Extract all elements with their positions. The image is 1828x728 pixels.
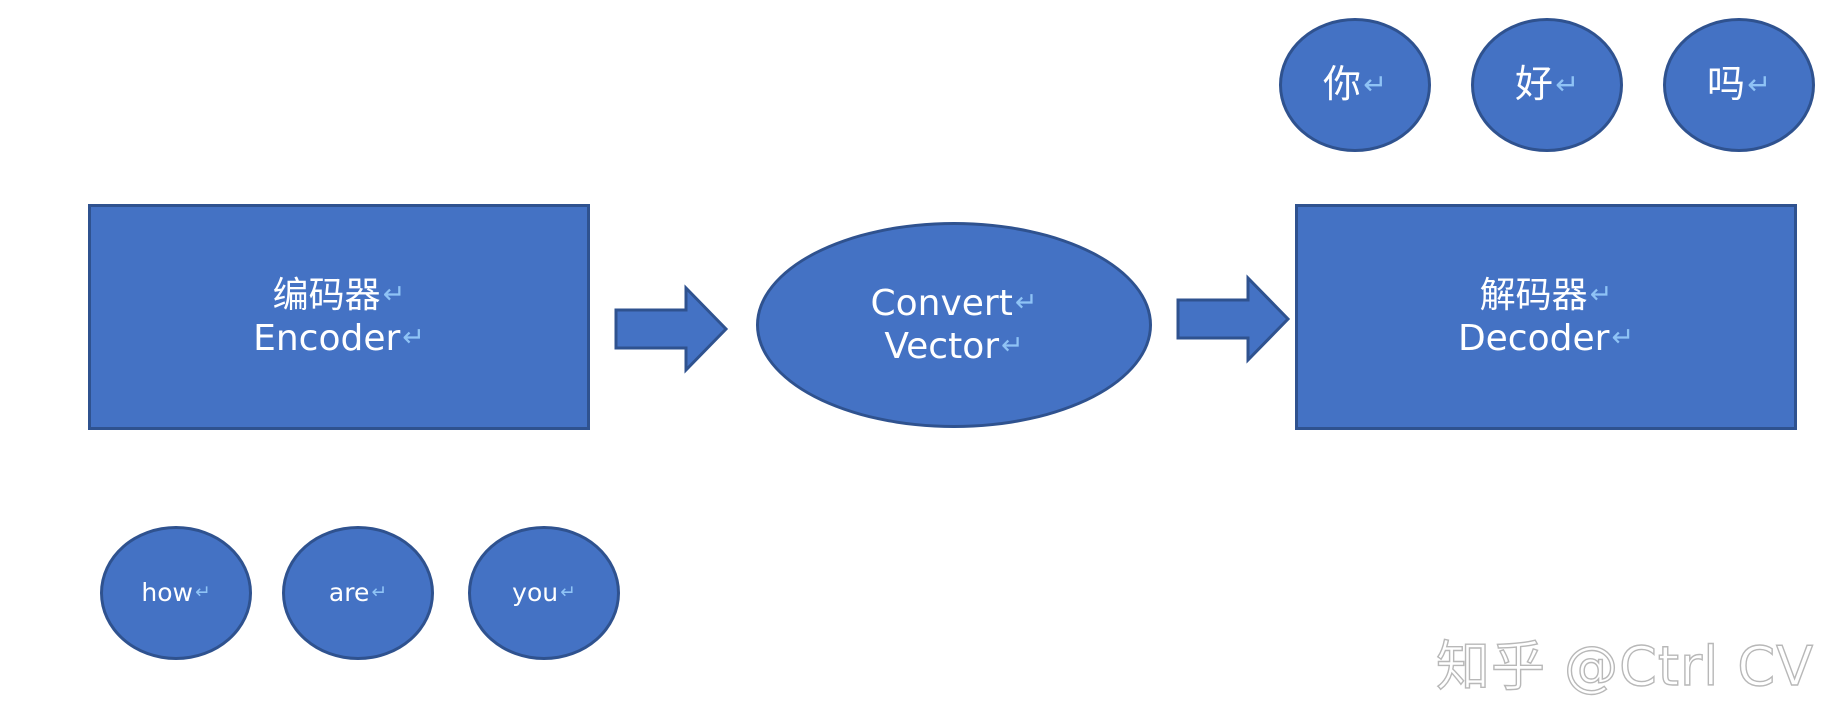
paragraph-mark-icon: ↵ — [1747, 67, 1771, 101]
watermark: 知乎 @Ctrl CV — [1435, 634, 1815, 698]
vector-ellipse: Convert↵ Vector↵ — [756, 222, 1152, 428]
output-token-label: 吗 — [1707, 62, 1746, 107]
decoder-label-cn: 解码器 — [1479, 274, 1588, 316]
paragraph-mark-icon: ↵ — [560, 581, 576, 603]
input-token-2: are↵ — [282, 526, 434, 660]
paragraph-mark-icon: ↵ — [1589, 279, 1613, 311]
paragraph-mark-icon: ↵ — [1555, 67, 1579, 101]
arrow-right-icon — [614, 284, 729, 374]
output-token-2: 好↵ — [1471, 18, 1623, 152]
paragraph-mark-icon: ↵ — [371, 581, 388, 603]
input-token-label: are — [328, 578, 370, 607]
paragraph-mark-icon: ↵ — [1014, 287, 1038, 319]
paragraph-mark-icon: ↵ — [1001, 330, 1024, 362]
encoder-box: 编码器↵ Encoder↵ — [88, 204, 590, 430]
encoder-label-en: Encoder — [253, 318, 401, 359]
encoder-label-cn: 编码器 — [272, 274, 381, 316]
paragraph-mark-icon: ↵ — [1363, 67, 1387, 101]
paragraph-mark-icon: ↵ — [402, 322, 425, 354]
input-token-label: you — [512, 578, 559, 607]
output-token-label: 你 — [1323, 62, 1362, 107]
decoder-box: 解码器↵ Decoder↵ — [1295, 204, 1797, 430]
output-token-1: 你↵ — [1279, 18, 1431, 152]
output-token-label: 好 — [1515, 62, 1554, 107]
input-token-3: you↵ — [468, 526, 620, 660]
input-token-label: how — [141, 578, 193, 607]
input-token-1: how↵ — [100, 526, 252, 660]
paragraph-mark-icon: ↵ — [382, 279, 406, 311]
output-token-3: 吗↵ — [1663, 18, 1815, 152]
decoder-label-en: Decoder — [1457, 318, 1610, 359]
vector-label-line1: Convert — [870, 282, 1013, 324]
arrow-right-icon — [1176, 274, 1291, 364]
paragraph-mark-icon: ↵ — [194, 581, 211, 603]
vector-label-line2: Vector — [884, 326, 1000, 367]
paragraph-mark-icon: ↵ — [1611, 322, 1635, 354]
